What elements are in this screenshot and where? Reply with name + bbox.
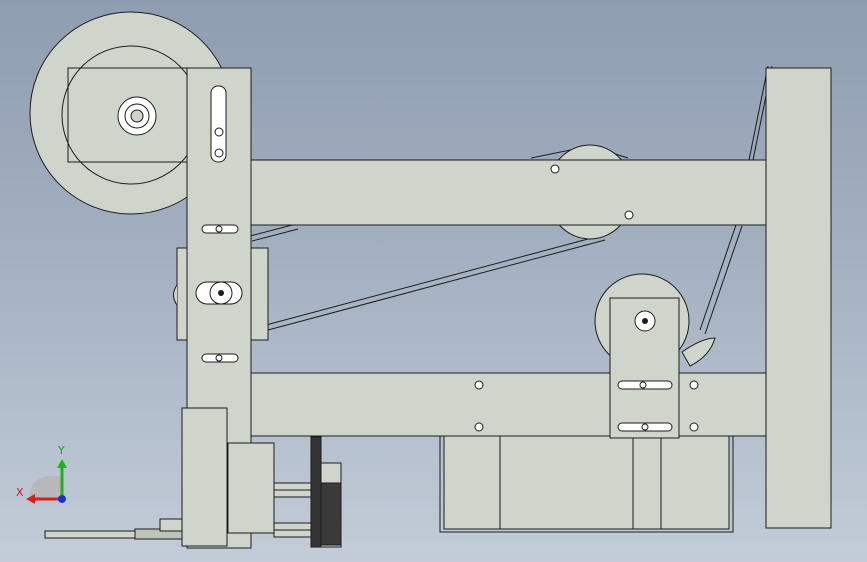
x-arrow-head (26, 494, 35, 504)
lower-pulley-assembly (594, 273, 716, 439)
top-beam (247, 159, 769, 226)
lower-left-block (181, 407, 228, 547)
y-arrow-head (57, 459, 67, 468)
bottom-beam (247, 372, 769, 437)
y-axis-label: Y (57, 444, 65, 457)
feed-plate (44, 518, 191, 540)
motor-housing (439, 435, 734, 533)
axis-triad: X Y (16, 444, 67, 504)
right-post (765, 67, 832, 529)
x-axis-label: X (16, 486, 24, 499)
z-axis-dot (58, 495, 66, 503)
large-drive-wheel (29, 11, 233, 215)
linear-actuator (227, 436, 342, 548)
